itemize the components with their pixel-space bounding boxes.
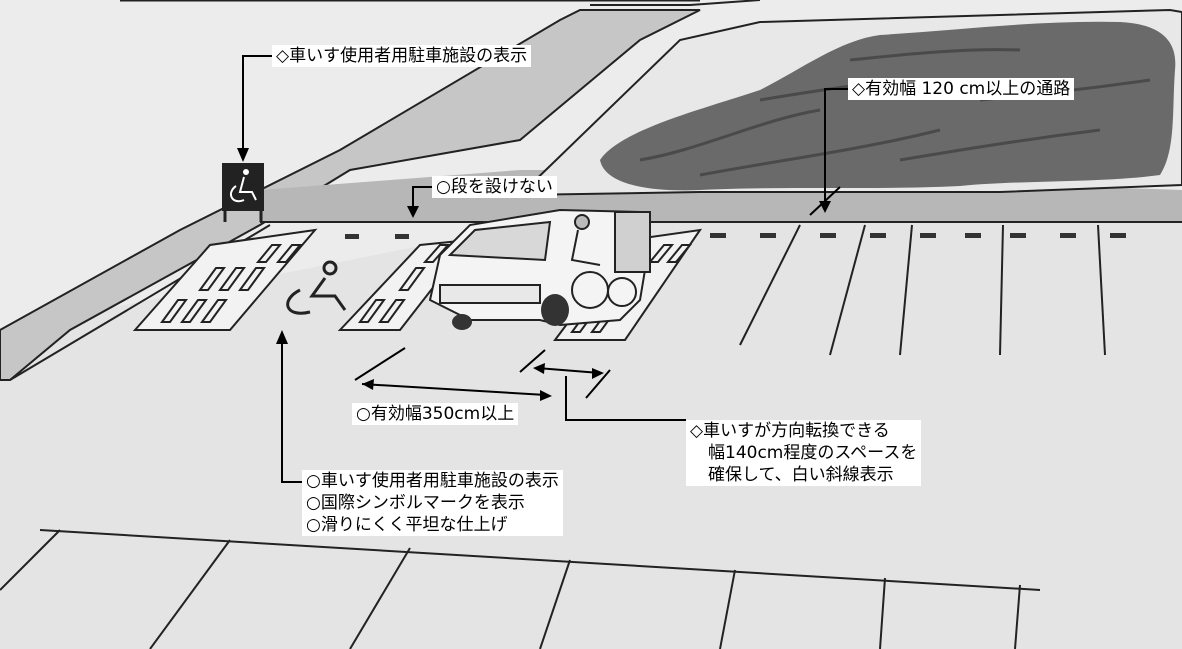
turn-space-line-3: 確保して、白い斜線表示 — [708, 465, 894, 485]
hatched-area-left — [132, 228, 318, 331]
label-facility: ○車いす使用者用駐車施設の表示 ○国際シンボルマークを表示 ○滑りにくく平坦な仕… — [302, 470, 563, 536]
hatch-marks-left — [160, 244, 303, 323]
stall-lines-lower — [0, 529, 1021, 649]
hatch-marks-middle — [358, 244, 451, 323]
wheelchair-symbol-icon — [286, 260, 347, 315]
facility-line-3: ○滑りにくく平坦な仕上げ — [306, 515, 508, 535]
turn-space-line-2: 幅140cm程度のスペースを — [708, 443, 918, 463]
wheel-stoppers — [345, 233, 1126, 239]
label-effective-width: ○有効幅350cm以上 — [352, 403, 519, 425]
planting-bed — [600, 21, 1176, 191]
facility-line-2: ○国際シンボルマークを表示 — [306, 493, 525, 513]
turn-space-line-1: ◇車いすが方向転換できる — [690, 421, 890, 441]
road-line — [590, 0, 761, 6]
label-passage-width: ◇有効幅 120 cm以上の通路 — [848, 78, 1075, 100]
stall-lines-upper — [739, 224, 1106, 356]
arrowheads — [237, 148, 831, 401]
planting-texture — [639, 48, 1151, 177]
label-no-step: ○段を設けない — [432, 176, 557, 198]
facility-line-1: ○車いす使用者用駐車施設の表示 — [306, 471, 559, 491]
lower-row-boundary — [39, 529, 1041, 591]
car-icon — [428, 208, 652, 330]
leader-lines — [242, 55, 848, 483]
wheelchair-sign-icon — [222, 163, 264, 222]
label-sign-display: ◇車いす使用者用駐車施設の表示 — [272, 45, 532, 67]
wheelchair-user-icon — [570, 214, 637, 309]
label-turn-space: ◇車いすが方向転換できる 幅140cm程度のスペースを 確保して、白い斜線表示 — [686, 420, 922, 486]
left-walkway — [0, 9, 701, 381]
